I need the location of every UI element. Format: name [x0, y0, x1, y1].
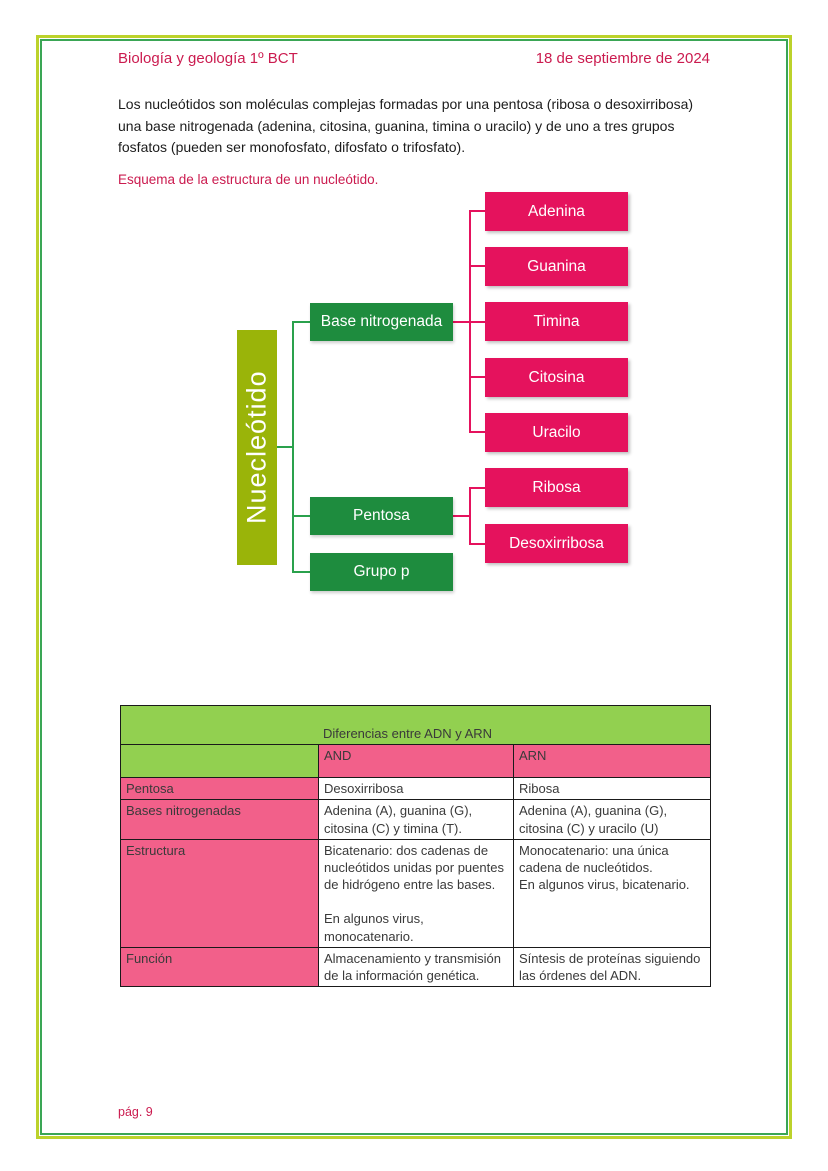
page-border-inner: [40, 39, 788, 1135]
page-border-outer: [36, 35, 792, 1139]
document-date: 18 de septiembre de 2024: [535, 50, 710, 67]
diagram-leaf-uracilo: Uracilo: [485, 413, 628, 452]
row-label: Pentosa: [120, 777, 319, 801]
header-empty-cell: [120, 744, 319, 779]
table-row: Bases nitrogenadas Adenina (A), guanina …: [120, 799, 712, 840]
row-arn-value: Monocatenario: una única cadena de nucle…: [512, 838, 712, 948]
row-label: Función: [120, 946, 319, 988]
connector-line: [469, 487, 471, 545]
document-title: Biología y geología 1º BCT: [118, 50, 298, 67]
diagram-leaf-citosina: Citosina: [485, 358, 628, 397]
connector-line: [469, 210, 471, 433]
connector-line: [292, 321, 310, 323]
diagram-branch-base-nitrogenada: Base nitrogenada: [310, 303, 453, 341]
page-number: pág. 9: [118, 1105, 153, 1119]
table-row: Función Almacenamiento y transmisión de …: [120, 946, 712, 988]
table-row: Estructura Bicatenario: dos cadenas de n…: [120, 838, 712, 948]
diagram-branch-pentosa: Pentosa: [310, 497, 453, 535]
row-arn-value: Ribosa: [512, 777, 712, 801]
diagram-leaf-adenina: Adenina: [485, 192, 628, 231]
table-title-cell: Diferencias entre ADN y ARN: [119, 704, 712, 746]
connector-line: [292, 571, 310, 573]
row-arn-value: Síntesis de proteínas siguiendo las órde…: [512, 946, 712, 988]
header-adn-cell: AND: [318, 744, 514, 779]
row-label: Estructura: [120, 838, 319, 948]
table-title-row: Diferencias entre ADN y ARN: [119, 704, 712, 746]
diagram-leaf-desoxirribosa: Desoxirribosa: [485, 524, 628, 563]
adn-arn-comparison-table: Diferencias entre ADN y ARN AND ARN Pent…: [119, 704, 712, 988]
connector-line: [453, 515, 470, 517]
connector-line: [470, 265, 485, 267]
diagram-leaf-timina: Timina: [485, 302, 628, 341]
connector-line: [470, 487, 485, 489]
table-row: Pentosa Desoxirribosa Ribosa: [120, 777, 712, 801]
connector-line: [470, 431, 485, 433]
header-arn-cell: ARN: [512, 744, 712, 779]
intro-paragraph: Los nucleótidos son moléculas complejas …: [118, 96, 694, 156]
diagram-leaf-ribosa: Ribosa: [485, 468, 628, 507]
connector-line: [292, 321, 294, 573]
row-adn-value: Almacenamiento y transmisión de la infor…: [318, 946, 514, 988]
connector-line: [277, 446, 293, 448]
row-arn-value: Adenina (A), guanina (G), citosina (C) y…: [512, 799, 712, 840]
diagram-root-node: Nuecleótido: [237, 330, 277, 565]
row-adn-value: Desoxirribosa: [318, 777, 514, 801]
table-title: Diferencias entre ADN y ARN: [323, 726, 493, 742]
connector-line: [470, 376, 485, 378]
diagram-leaf-guanina: Guanina: [485, 247, 628, 286]
table-header-row: AND ARN: [120, 744, 712, 779]
connector-line: [292, 515, 310, 517]
diagram-branch-grupo-p: Grupo p: [310, 553, 453, 591]
row-adn-value: Bicatenario: dos cadenas de nucleótidos …: [318, 838, 514, 948]
nucleotide-diagram: Nuecleótido Base nitrogenada Pentosa Gru…: [237, 192, 628, 591]
row-label: Bases nitrogenadas: [120, 799, 319, 840]
connector-line: [470, 210, 485, 212]
connector-line: [470, 543, 485, 545]
row-adn-value: Adenina (A), guanina (G), citosina (C) y…: [318, 799, 514, 840]
diagram-caption: Esquema de la estructura de un nucleótid…: [118, 172, 379, 187]
